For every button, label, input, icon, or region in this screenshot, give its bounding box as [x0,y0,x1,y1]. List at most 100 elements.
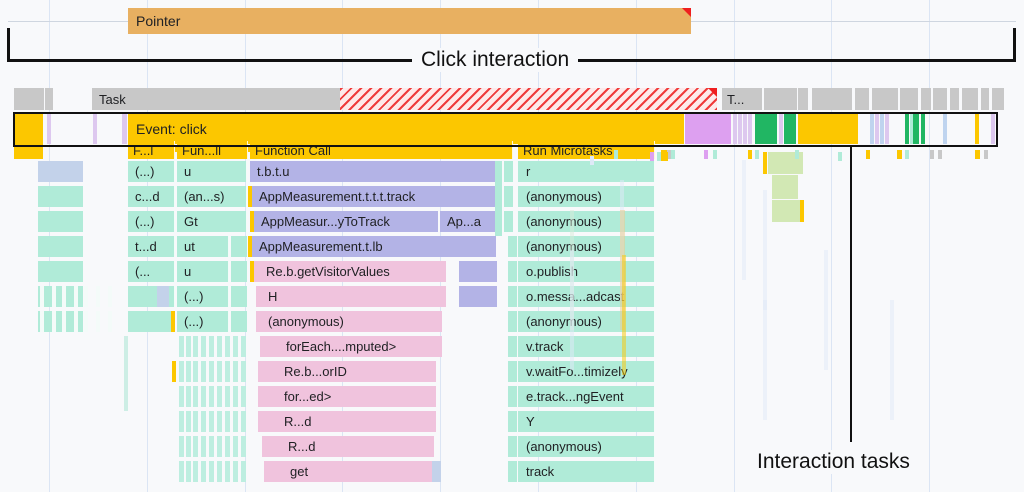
activity-sliver[interactable] [866,150,870,159]
call-cell-b[interactable] [231,286,247,307]
left-mini-block[interactable] [38,186,83,207]
task-block[interactable] [950,88,959,110]
call-sliver[interactable] [233,386,238,407]
left-mini-block[interactable] [38,261,83,282]
left-mini-block[interactable] [38,236,83,257]
activity-sliver[interactable] [938,150,942,159]
call-sliver[interactable] [241,386,246,407]
lgreen-tick[interactable] [763,152,767,174]
event-sliver[interactable] [975,114,979,144]
call-cell-b[interactable]: (...) [177,286,229,307]
function-call-cell[interactable]: forEach....mputed> [260,336,442,357]
task-block[interactable] [981,88,989,110]
function-call-cell[interactable]: AppMeasur...yToTrack [254,211,438,232]
microtask-cell[interactable]: (anonymous) [518,211,655,232]
call-sliver[interactable] [171,311,175,332]
microtask-sliver[interactable] [508,236,517,257]
call-cell-b[interactable]: u [177,261,229,282]
call-cell-b[interactable]: Gt [177,211,247,232]
function-call-cell[interactable]: AppMeasurement.t.t.t.track [252,186,500,207]
microtask-sliver[interactable] [508,286,517,307]
event-sliver[interactable] [991,114,995,144]
activity-sliver[interactable] [755,150,759,159]
call-cell-b[interactable] [231,261,247,282]
activity-sliver[interactable] [975,150,980,159]
task-block[interactable] [45,88,53,110]
activity-sliver[interactable] [763,190,767,310]
function-call-cell[interactable]: t.b.t.u [250,161,500,182]
green-block[interactable] [784,114,796,144]
call-sliver[interactable] [217,461,222,482]
lgreen-block[interactable] [772,200,802,222]
function-call-cell[interactable] [432,461,441,482]
task-block[interactable] [962,88,978,110]
activity-sliver[interactable] [671,150,675,159]
microtask-sliver[interactable] [508,411,517,432]
event-sliver[interactable] [738,114,742,144]
event-block[interactable] [798,114,858,144]
event-click-block[interactable]: Event: click [128,114,684,144]
call-sliver[interactable] [186,436,191,457]
call-sliver[interactable] [241,361,246,382]
event-sliver[interactable] [875,114,879,144]
call-cell-a[interactable]: (...) [128,161,175,182]
call-sliver[interactable] [248,186,252,207]
call-sliver[interactable] [193,436,198,457]
task-block[interactable] [798,88,808,110]
call-sliver[interactable] [130,311,134,332]
event-sliver[interactable] [93,114,97,144]
call-sliver[interactable] [201,386,206,407]
task-block[interactable] [992,88,1004,110]
microtask-cell[interactable]: track [518,461,655,482]
call-sliver[interactable] [225,336,230,357]
call-sliver[interactable] [217,336,222,357]
call-sliver[interactable] [233,336,238,357]
call-sliver[interactable] [193,411,198,432]
call-sliver[interactable] [193,461,198,482]
left-mini-block[interactable] [38,211,83,232]
call-cell-b[interactable]: ut [177,236,229,257]
call-sliver[interactable] [233,436,238,457]
microtask-sliver[interactable] [508,461,517,482]
activity-sliver[interactable] [897,150,902,159]
event-sliver[interactable] [880,114,884,144]
task-block[interactable] [764,88,797,110]
call-sliver[interactable] [225,436,230,457]
call-sliver[interactable] [225,361,230,382]
microtask-sliver[interactable] [504,186,513,207]
call-sliver[interactable] [186,386,191,407]
event-block[interactable] [14,114,43,144]
function-call-cell[interactable]: for...ed> [258,386,436,407]
lgreen-block[interactable] [772,175,798,199]
call-sliver[interactable] [186,411,191,432]
call-sliver[interactable] [179,361,184,382]
task-block[interactable] [933,88,947,110]
activity-sliver[interactable] [984,150,988,159]
lgreen-tick[interactable] [800,200,804,222]
microtask-sliver[interactable] [508,311,517,332]
activity-sliver[interactable] [667,150,671,159]
call-sliver[interactable] [225,461,230,482]
call-sliver[interactable] [250,261,254,282]
task-block[interactable] [872,88,898,110]
event-sliver[interactable] [943,114,947,144]
task-block[interactable] [14,88,44,110]
activity-sliver[interactable] [930,150,934,159]
call-sliver[interactable] [201,361,206,382]
activity-sliver[interactable] [838,152,842,161]
microtask-cell[interactable]: Y [518,411,655,432]
microtask-sliver[interactable] [495,161,502,236]
call-sliver[interactable] [241,436,246,457]
call-sliver[interactable] [233,411,238,432]
microtask-sliver[interactable] [508,436,517,457]
call-sliver[interactable] [217,361,222,382]
function-call-cell-sibling[interactable]: Ap...a [440,211,500,232]
call-sliver[interactable] [217,436,222,457]
event-sliver[interactable] [870,114,874,144]
function-call-cell[interactable]: R...d [262,436,434,457]
function-call-cell[interactable]: R...d [258,411,436,432]
microtask-sliver[interactable] [508,361,517,382]
call-cell-a[interactable] [157,286,169,307]
call-sliver[interactable] [179,436,184,457]
task-block-main[interactable]: Task [92,88,340,110]
